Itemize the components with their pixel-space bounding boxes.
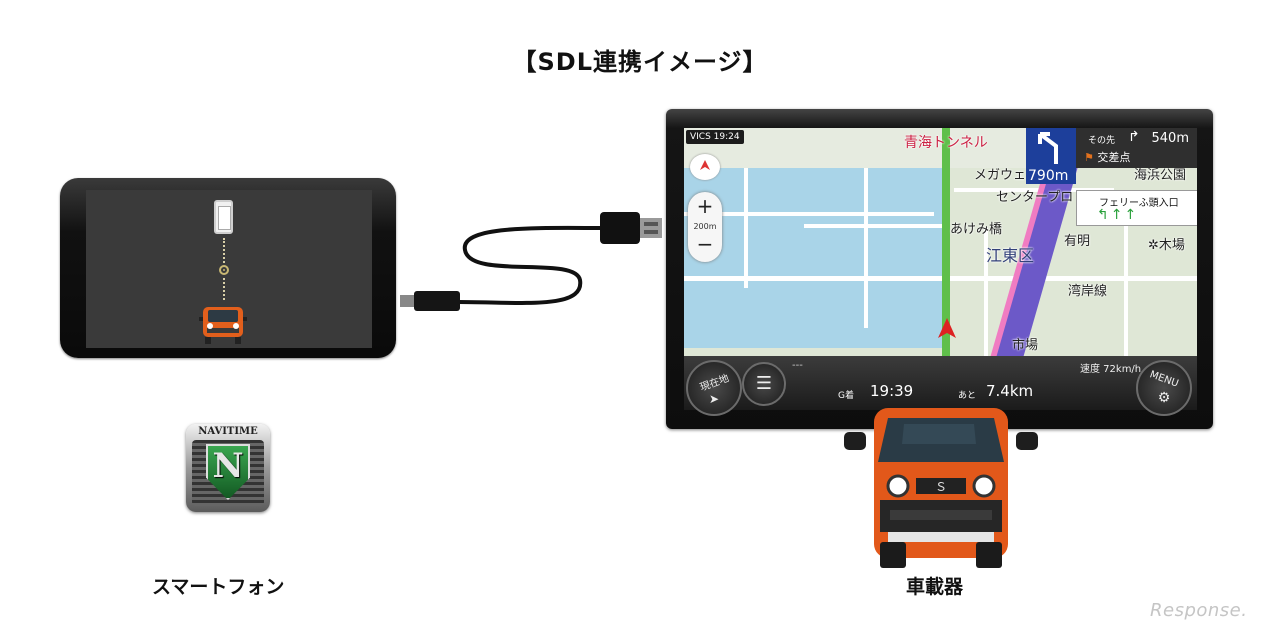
current-location-button[interactable]: 現在地 ➤ (686, 360, 742, 416)
connection-node-icon (219, 265, 229, 275)
car-illustration: Ｓ (844, 408, 1038, 568)
lane-arrows: ↰↑↑ (1097, 207, 1139, 223)
map-label-tunnel: 青海トンネル (904, 135, 988, 151)
map-label-megaweb: メガウェ (974, 168, 1027, 183)
map-label-market: 市場 (1012, 338, 1039, 353)
map-road (804, 224, 944, 228)
lane-guide-name: フェリーふ頭入口 (1099, 198, 1179, 209)
zoom-control[interactable]: + 200m − (688, 192, 722, 262)
connection-dots-lower (223, 278, 225, 300)
usb-plug-small (414, 291, 460, 311)
list-button[interactable]: ☰ (742, 362, 786, 406)
remaining-distance: 7.4km (986, 382, 1034, 400)
map-label-park: 海浜公園 (1134, 168, 1187, 183)
navigation-screen: VICS 19:24 + 200m − 青海トンネル メガウェ センタープロ あ… (684, 128, 1197, 410)
app-icon-label: NAVITIME (198, 426, 258, 437)
usb-plug-large (600, 212, 640, 244)
map-road (864, 168, 868, 328)
gear-icon: ⚙ (1157, 390, 1171, 406)
zoom-scale: 200m (693, 222, 717, 231)
map-road (684, 212, 934, 216)
route-line (942, 128, 950, 358)
remaining-label: あと (958, 391, 977, 401)
map-label-kiba: ✲木場 (1148, 238, 1185, 253)
arrival-label: G着 (838, 391, 854, 401)
usb-plug-small-tip (400, 295, 414, 307)
compass-icon[interactable] (690, 154, 720, 180)
turn-distance: 790m (1028, 168, 1069, 184)
menu-button[interactable]: MENU ⚙ (1136, 360, 1192, 416)
map-label-ariake: 有明 (1064, 234, 1091, 249)
map-road (744, 168, 748, 288)
navigation-arrow-icon: ➤ (708, 392, 720, 406)
next-turn-label: その先 (1088, 136, 1116, 146)
phone-icon (214, 200, 233, 234)
map-road (684, 276, 1197, 281)
lane-guide-panel: フェリーふ頭入口 ↰↑↑ (1076, 190, 1197, 226)
turn-left-arrow-icon (1038, 132, 1058, 164)
map-label-koto: 江東区 (986, 246, 1035, 265)
list-icon: ☰ (755, 373, 773, 394)
smartphone-caption: スマートフォン (152, 576, 285, 598)
bar-dashes: --- (792, 360, 803, 371)
app-icon-letter: N (212, 446, 244, 486)
turn-guide-panel (1026, 128, 1076, 184)
next-turn-distance: 540m (1151, 131, 1189, 146)
junction-label: ⚑ 交差点 (1076, 148, 1197, 168)
watermark: Response. (1150, 600, 1248, 621)
map-label-center: センタープロ (996, 190, 1074, 205)
flag-icon: ⚑ (1084, 151, 1098, 164)
svg-text:Ｓ: Ｓ (935, 480, 947, 494)
car-device-caption: 車載器 (906, 576, 964, 598)
map-label-akemibashi: あけみ橋 (950, 222, 1003, 237)
car-icon (199, 307, 247, 344)
page-title: 【SDL連携イメージ】 (512, 48, 768, 76)
zoom-out-button[interactable]: − (696, 232, 714, 256)
zoom-in-button[interactable]: + (696, 194, 714, 218)
navitime-app-icon: NAVITIME N (186, 424, 270, 512)
speed-readout: 速度 72km/h (1080, 364, 1142, 375)
map-road (984, 228, 988, 356)
map-road (954, 188, 1114, 192)
map-label-line: 湾岸線 (1068, 284, 1108, 299)
map-water (684, 168, 944, 348)
turn-right-arrow-icon: ↱ (1128, 129, 1140, 145)
next-turn-panel: その先 ↱ 540m (1076, 128, 1197, 148)
vics-time: VICS 19:24 (686, 130, 744, 144)
connection-dots-upper (223, 238, 225, 263)
arrival-time: 19:39 (870, 382, 914, 400)
map-road (1124, 218, 1128, 356)
